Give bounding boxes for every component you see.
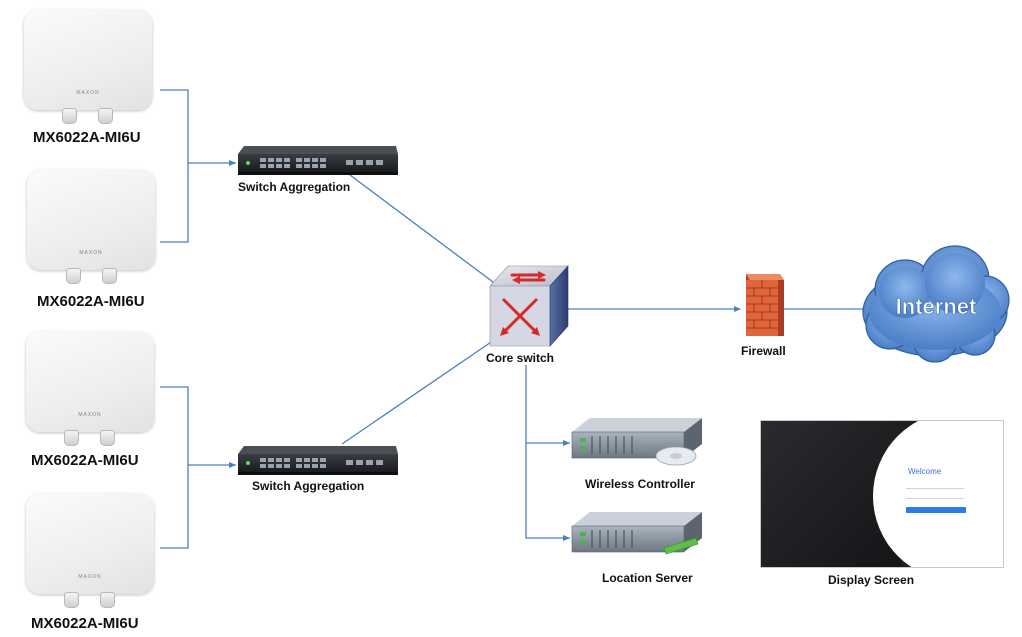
link-core-to-servers <box>525 365 570 539</box>
antenna-connector-icon <box>100 430 115 446</box>
internet-label: Internet <box>896 294 977 319</box>
access-point-3-label: MX6022A-MI6U <box>31 452 139 469</box>
ap-brand: MAXON <box>79 250 103 256</box>
switch-aggregation-bottom-icon <box>238 446 398 475</box>
link-switch-top-to-core <box>349 174 498 286</box>
core-switch-label: Core switch <box>486 351 555 365</box>
login-panel <box>873 421 1003 567</box>
access-point-1-icon: MAXON <box>24 10 152 110</box>
antenna-connector-icon <box>102 268 117 284</box>
arrowheads <box>229 160 741 541</box>
firewall-label: Firewall <box>741 344 786 358</box>
access-point-1-label: MX6022A-MI6U <box>33 129 141 146</box>
ap-bracket-bottom <box>160 386 189 549</box>
arrow-firewall <box>734 306 741 312</box>
arrow-switch-bottom <box>229 462 236 468</box>
display-screen-label: Display Screen <box>828 573 915 587</box>
arrow-controller <box>563 440 570 446</box>
arrow-switch-top <box>229 160 236 166</box>
access-point-4-icon: MAXON <box>26 494 154 594</box>
location-server-icon <box>571 512 702 555</box>
internet-cloud-icon: Internet <box>862 245 1010 363</box>
access-point-2-icon: MAXON <box>27 170 155 270</box>
switch-aggregation-top-icon <box>238 146 398 175</box>
location-server-label: Location Server <box>602 571 693 585</box>
access-point-3-icon: MAXON <box>26 332 154 432</box>
ap-brand: MAXON <box>78 574 102 580</box>
core-switch-icon <box>489 265 569 347</box>
access-point-4-label: MX6022A-MI6U <box>31 615 139 632</box>
ap-bracket-top <box>160 89 189 243</box>
username-field <box>906 483 964 489</box>
firewall-icon <box>746 274 784 336</box>
display-screen-icon: Welcome <box>760 420 1004 568</box>
switch-aggregation-bottom-label: Switch Aggregation <box>252 479 365 493</box>
antenna-connector-icon <box>64 592 79 608</box>
antenna-connector-icon <box>62 108 77 124</box>
ap-brand: MAXON <box>78 412 102 418</box>
wireless-controller-icon <box>571 418 702 466</box>
link-switch-bottom-to-core <box>341 337 498 445</box>
antenna-connector-icon <box>100 592 115 608</box>
wireless-controller-label: Wireless Controller <box>585 477 695 491</box>
switch-aggregation-top-label: Switch Aggregation <box>238 180 351 194</box>
antenna-connector-icon <box>64 430 79 446</box>
welcome-text: Welcome <box>908 467 942 476</box>
arrow-location-server <box>563 535 570 541</box>
access-point-2-label: MX6022A-MI6U <box>37 293 145 310</box>
link-lines <box>160 89 870 549</box>
ap-brand: MAXON <box>76 90 100 96</box>
login-button <box>906 507 966 513</box>
password-field <box>906 493 964 499</box>
antenna-connector-icon <box>66 268 81 284</box>
antenna-connector-icon <box>98 108 113 124</box>
